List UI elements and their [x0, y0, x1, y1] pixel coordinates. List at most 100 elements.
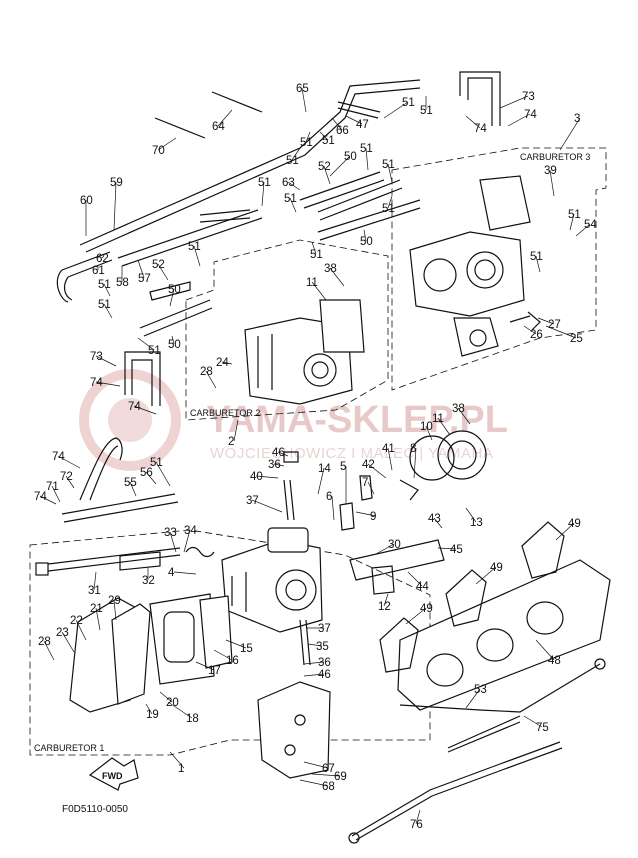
leader-line-50	[363, 229, 367, 242]
callout-number-75: 75	[536, 722, 549, 734]
callout-number-51: 51	[258, 177, 271, 189]
leader-line-62	[101, 255, 105, 259]
leader-line-21	[95, 607, 101, 631]
callout-number-15: 15	[240, 643, 253, 655]
leader-line-20	[159, 691, 173, 703]
intake-manifold	[379, 521, 611, 711]
callout-number-49: 49	[420, 603, 433, 615]
callout-number-74: 74	[128, 401, 141, 413]
leader-line-28	[205, 370, 217, 389]
leader-line-37	[251, 499, 283, 513]
callout-number-51: 51	[284, 193, 297, 205]
leader-line-17	[195, 661, 215, 671]
callout-number-73: 73	[522, 91, 535, 103]
leader-line-30	[375, 543, 395, 555]
leader-line-69	[311, 773, 341, 777]
leader-line-34	[183, 529, 191, 553]
leader-line-68	[299, 779, 329, 787]
callout-number-32: 32	[142, 575, 155, 587]
carburetor-2-label: CARBURETOR 2	[190, 408, 260, 418]
leader-line-74	[95, 381, 121, 387]
callout-number-26: 26	[530, 329, 543, 341]
callout-number-21: 21	[90, 603, 103, 615]
leader-line-51	[387, 195, 393, 209]
carburetor-3-label: CARBURETOR 3	[520, 152, 590, 162]
callout-number-5: 5	[340, 461, 346, 473]
leader-line-26	[523, 325, 537, 335]
leader-line-51	[383, 101, 409, 119]
callout-number-76: 76	[410, 819, 423, 831]
callout-number-40: 40	[250, 471, 263, 483]
callout-number-74: 74	[90, 377, 103, 389]
callout-labels: 1234567891011111213141516171819202122232…	[34, 83, 597, 831]
callout-number-2: 2	[228, 436, 234, 448]
diagram-code: F0D5110-0050	[62, 804, 128, 815]
forward-arrow: FWD	[88, 757, 139, 791]
leader-line-52	[323, 165, 331, 185]
carburetor-3-body	[409, 175, 541, 357]
leader-line-11	[437, 417, 451, 436]
leader-line-73	[95, 355, 117, 367]
callout-number-33: 33	[164, 527, 177, 539]
leader-line-74	[39, 495, 57, 505]
leader-line-44	[407, 571, 423, 587]
leader-line-25	[545, 325, 577, 339]
leader-line-50	[329, 155, 351, 177]
callout-number-4: 4	[168, 567, 175, 579]
leader-line-13	[465, 507, 477, 523]
callout-number-11: 11	[306, 277, 318, 289]
callout-number-56: 56	[140, 467, 153, 479]
leader-line-72	[65, 475, 75, 489]
leader-line-63	[287, 181, 301, 191]
callout-number-50: 50	[360, 236, 373, 248]
leader-line-4	[173, 571, 197, 575]
callout-number-8: 8	[410, 443, 416, 455]
callout-number-51: 51	[382, 203, 395, 215]
leader-line-33	[169, 531, 177, 553]
leader-line-23	[61, 631, 75, 653]
leader-line-35	[307, 643, 323, 647]
callout-number-19: 19	[146, 709, 159, 721]
leader-line-71	[51, 485, 61, 503]
callout-number-47: 47	[356, 119, 369, 131]
callout-number-51: 51	[188, 241, 201, 253]
leader-line-73	[499, 95, 529, 109]
leader-line-51	[261, 181, 265, 207]
callout-number-20: 20	[166, 697, 179, 709]
callout-number-54: 54	[584, 219, 597, 231]
callout-number-6: 6	[326, 491, 332, 503]
callout-number-43: 43	[428, 513, 441, 525]
callout-number-46: 46	[318, 669, 331, 681]
callout-number-66: 66	[336, 125, 349, 137]
callout-number-50: 50	[344, 151, 357, 163]
leader-line-51	[305, 131, 311, 143]
leader-line-51	[387, 163, 393, 183]
leader-line-51	[365, 147, 369, 171]
leader-line-11	[311, 281, 327, 301]
callout-number-51: 51	[310, 249, 323, 261]
leader-line-24	[221, 361, 233, 365]
callout-number-35: 35	[316, 641, 329, 653]
callout-number-23: 23	[56, 627, 69, 639]
leader-line-51	[103, 303, 113, 319]
leader-line-51	[319, 131, 329, 141]
leader-line-51	[103, 283, 111, 297]
callout-number-41: 41	[382, 443, 395, 455]
leader-line-51	[291, 147, 301, 161]
leader-line-6	[331, 495, 335, 521]
leader-line-74	[57, 455, 81, 469]
leader-line-47	[345, 115, 363, 125]
leader-line-46	[303, 673, 325, 677]
callout-number-65: 65	[296, 83, 309, 95]
callout-number-50: 50	[168, 339, 181, 351]
leader-line-10	[425, 425, 433, 441]
callout-number-29: 29	[108, 595, 121, 607]
carburetor-3-box: CARBURETOR 3	[391, 147, 607, 391]
leader-line-36	[273, 463, 285, 467]
leader-line-38	[457, 407, 471, 425]
callout-number-74: 74	[474, 123, 487, 135]
leader-line-59	[113, 181, 117, 231]
callout-number-24: 24	[216, 357, 229, 369]
callout-number-51: 51	[420, 105, 433, 117]
